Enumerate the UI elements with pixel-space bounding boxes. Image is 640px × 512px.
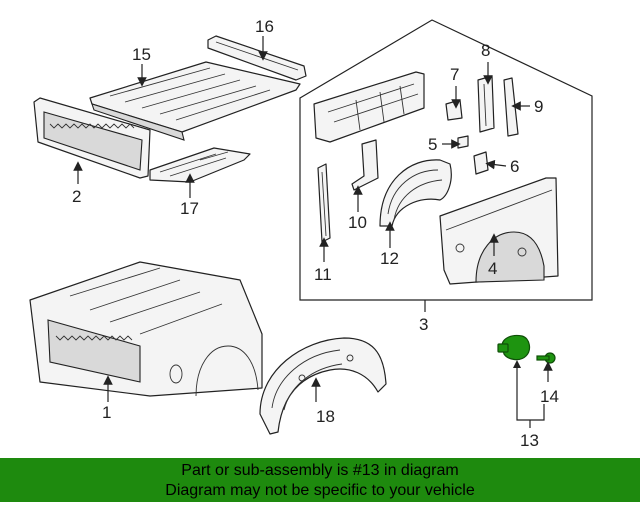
part-18-wheelhouse-inner[interactable] bbox=[259, 337, 387, 435]
part-2-tailgate[interactable] bbox=[33, 97, 151, 179]
callout-12[interactable]: 12 bbox=[380, 249, 399, 268]
callout-16[interactable]: 16 bbox=[255, 17, 274, 36]
callout-15[interactable]: 15 bbox=[132, 45, 151, 64]
part-5-plate[interactable] bbox=[457, 135, 469, 149]
callout-18[interactable]: 18 bbox=[316, 407, 335, 426]
part-8-pillar[interactable] bbox=[477, 75, 495, 133]
part-11-corner-pillar[interactable] bbox=[317, 163, 331, 243]
callout-1[interactable]: 1 bbox=[102, 403, 111, 422]
part-10-gusset[interactable] bbox=[351, 139, 379, 191]
part-12-wheelhouse-outer[interactable] bbox=[379, 159, 452, 227]
callout-8[interactable]: 8 bbox=[481, 41, 490, 60]
part-14-bolt[interactable] bbox=[536, 352, 556, 364]
callout-9[interactable]: 9 bbox=[534, 97, 543, 116]
callout-14[interactable]: 14 bbox=[540, 387, 559, 406]
part-17-crossmember[interactable] bbox=[149, 147, 251, 183]
sub-assembly-3-frame bbox=[299, 19, 593, 301]
banner-line-2: Diagram may not be specific to your vehi… bbox=[165, 482, 475, 499]
callout-10[interactable]: 10 bbox=[348, 213, 367, 232]
banner-line-1: Part or sub-assembly is #13 in diagram bbox=[181, 462, 459, 479]
callout-6[interactable]: 6 bbox=[510, 157, 519, 176]
callout-17[interactable]: 17 bbox=[180, 199, 199, 218]
part-1-pickup-box[interactable] bbox=[29, 261, 263, 397]
part-16-front-rail[interactable] bbox=[207, 35, 307, 81]
callout-7[interactable]: 7 bbox=[450, 65, 459, 84]
notice-banner: Part or sub-assembly is #13 in diagram D… bbox=[0, 458, 640, 502]
part-front-panel[interactable] bbox=[313, 71, 425, 143]
callout-2[interactable]: 2 bbox=[72, 187, 81, 206]
part-4-side-panel[interactable] bbox=[439, 177, 559, 285]
callout-13[interactable]: 13 bbox=[520, 431, 539, 450]
part-13-sub-assembly[interactable] bbox=[497, 334, 556, 364]
part-7-bracket[interactable] bbox=[445, 99, 463, 121]
part-6-bracket[interactable] bbox=[473, 151, 489, 175]
callout-4[interactable]: 4 bbox=[488, 259, 497, 278]
callout-3[interactable]: 3 bbox=[419, 315, 428, 334]
part-15-floor-panel[interactable] bbox=[89, 61, 301, 141]
part-9-reinforcement[interactable] bbox=[503, 77, 519, 137]
callout-5[interactable]: 5 bbox=[428, 135, 437, 154]
callout-11[interactable]: 11 bbox=[314, 265, 332, 284]
leader-6 bbox=[485, 159, 507, 170]
